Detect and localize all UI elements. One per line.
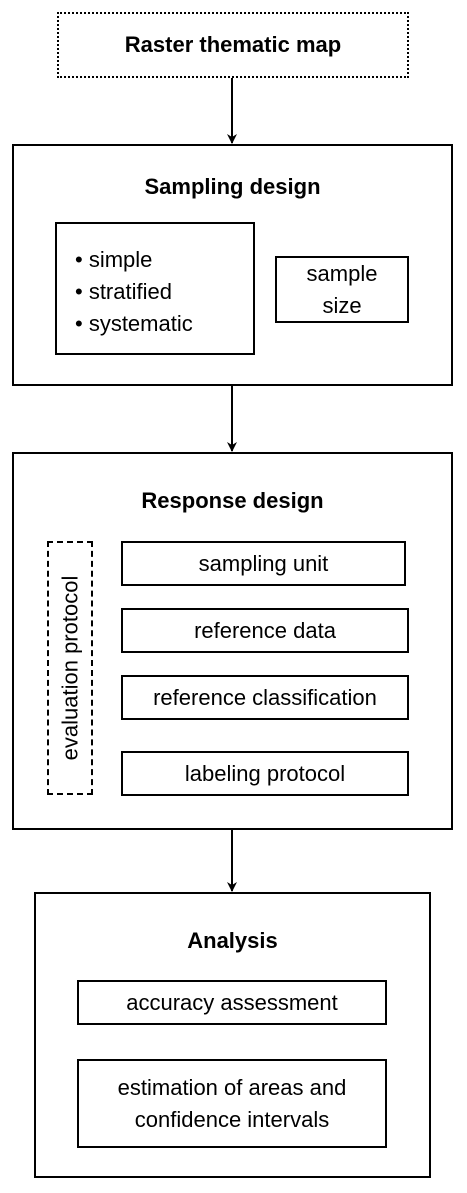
sampling-design-title: Sampling design	[144, 174, 321, 199]
analysis-title: Analysis	[187, 928, 278, 953]
step-sampling-unit: sampling unit	[121, 541, 406, 586]
evaluation-protocol-label: evaluation protocol	[57, 575, 82, 761]
accuracy-assessment-box: accuracy assessment	[77, 980, 387, 1025]
response-design-title: Response design	[141, 488, 324, 513]
step-labeling-protocol: labeling protocol	[121, 751, 409, 796]
sample-size-box: sample size	[275, 256, 409, 323]
raster-map-node: Raster thematic map	[57, 12, 409, 78]
step-reference-classification: reference classification	[121, 675, 409, 720]
method-systematic: • systematic	[75, 311, 193, 336]
estimation-line2: confidence intervals	[134, 1106, 330, 1132]
step-reference-data: reference data	[121, 608, 409, 653]
raster-map-label: Raster thematic map	[124, 32, 342, 57]
sampling-methods-box: • simple • stratified • systematic	[55, 222, 255, 355]
method-simple: • simple	[75, 247, 153, 272]
sample-size-line2: size	[322, 292, 362, 318]
estimation-box: estimation of areas and confidence inter…	[77, 1059, 387, 1148]
estimation-line1: estimation of areas and	[117, 1074, 347, 1100]
method-stratified: • stratified	[75, 279, 172, 304]
evaluation-protocol-box: evaluation protocol	[47, 541, 93, 795]
sample-size-line1: sample	[306, 260, 378, 286]
